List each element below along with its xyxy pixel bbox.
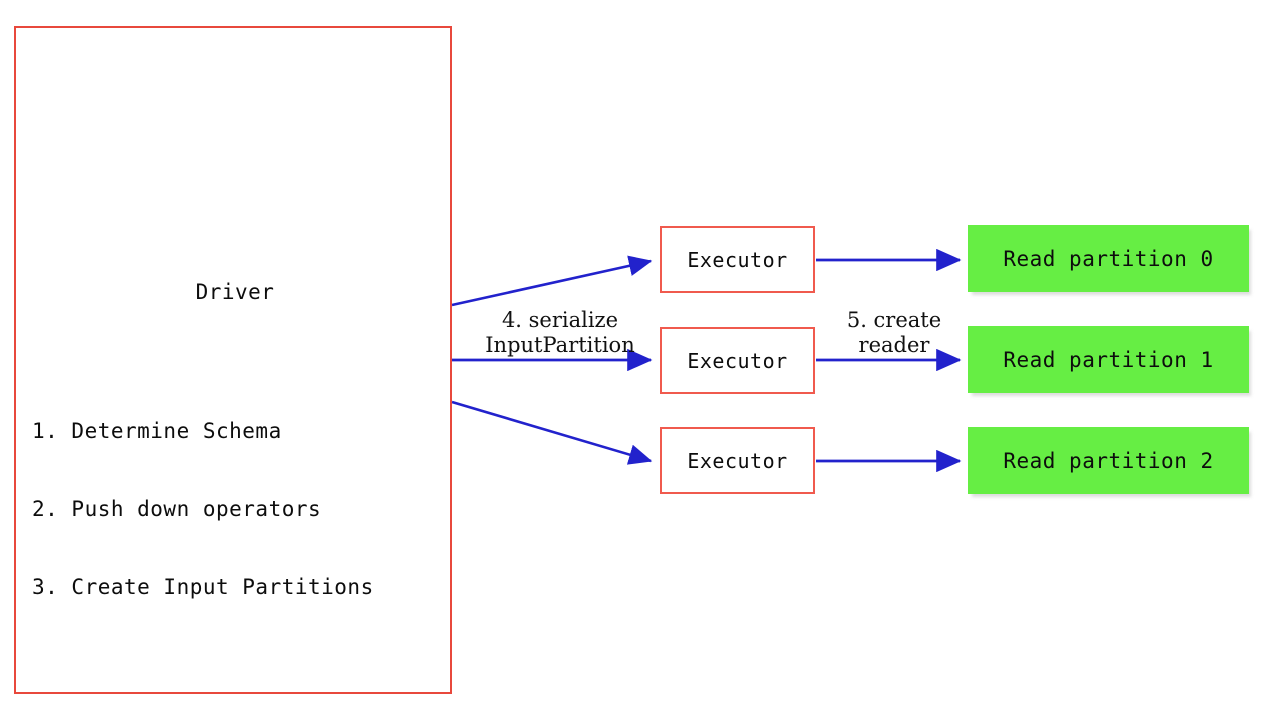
driver-title: Driver	[195, 280, 275, 304]
read-partition-box-0: Read partition 0	[968, 225, 1249, 292]
executor-label-1: Executor	[687, 247, 788, 272]
driver-box: Driver 1. Determine Schema 2. Push down …	[14, 26, 452, 694]
executor-label-2: Executor	[687, 348, 788, 373]
arrow-driver-to-executor-3	[451, 400, 653, 465]
driver-step-2: 2. Push down operators	[32, 497, 322, 521]
driver-step-3: 3. Create Input Partitions	[32, 575, 374, 599]
arrow-label-create-reader: 5. create reader	[846, 308, 942, 357]
driver-step-1: 1. Determine Schema	[32, 419, 282, 443]
driver-steps-list: 1. Determine Schema 2. Push down operato…	[32, 366, 452, 652]
arrow-label-serialize: 4. serialize InputPartition	[485, 308, 635, 357]
arrow-driver-to-executor-1	[451, 255, 653, 307]
executor-box-3: Executor	[660, 427, 815, 494]
executor-box-2: Executor	[660, 327, 815, 394]
read-partition-box-1: Read partition 1	[968, 326, 1249, 393]
read-partition-label-1: Read partition 1	[1003, 347, 1214, 372]
read-partition-label-0: Read partition 0	[1003, 246, 1214, 271]
executor-label-3: Executor	[687, 448, 788, 473]
read-partition-box-2: Read partition 2	[968, 427, 1249, 494]
read-partition-label-2: Read partition 2	[1003, 448, 1214, 473]
executor-box-1: Executor	[660, 226, 815, 293]
